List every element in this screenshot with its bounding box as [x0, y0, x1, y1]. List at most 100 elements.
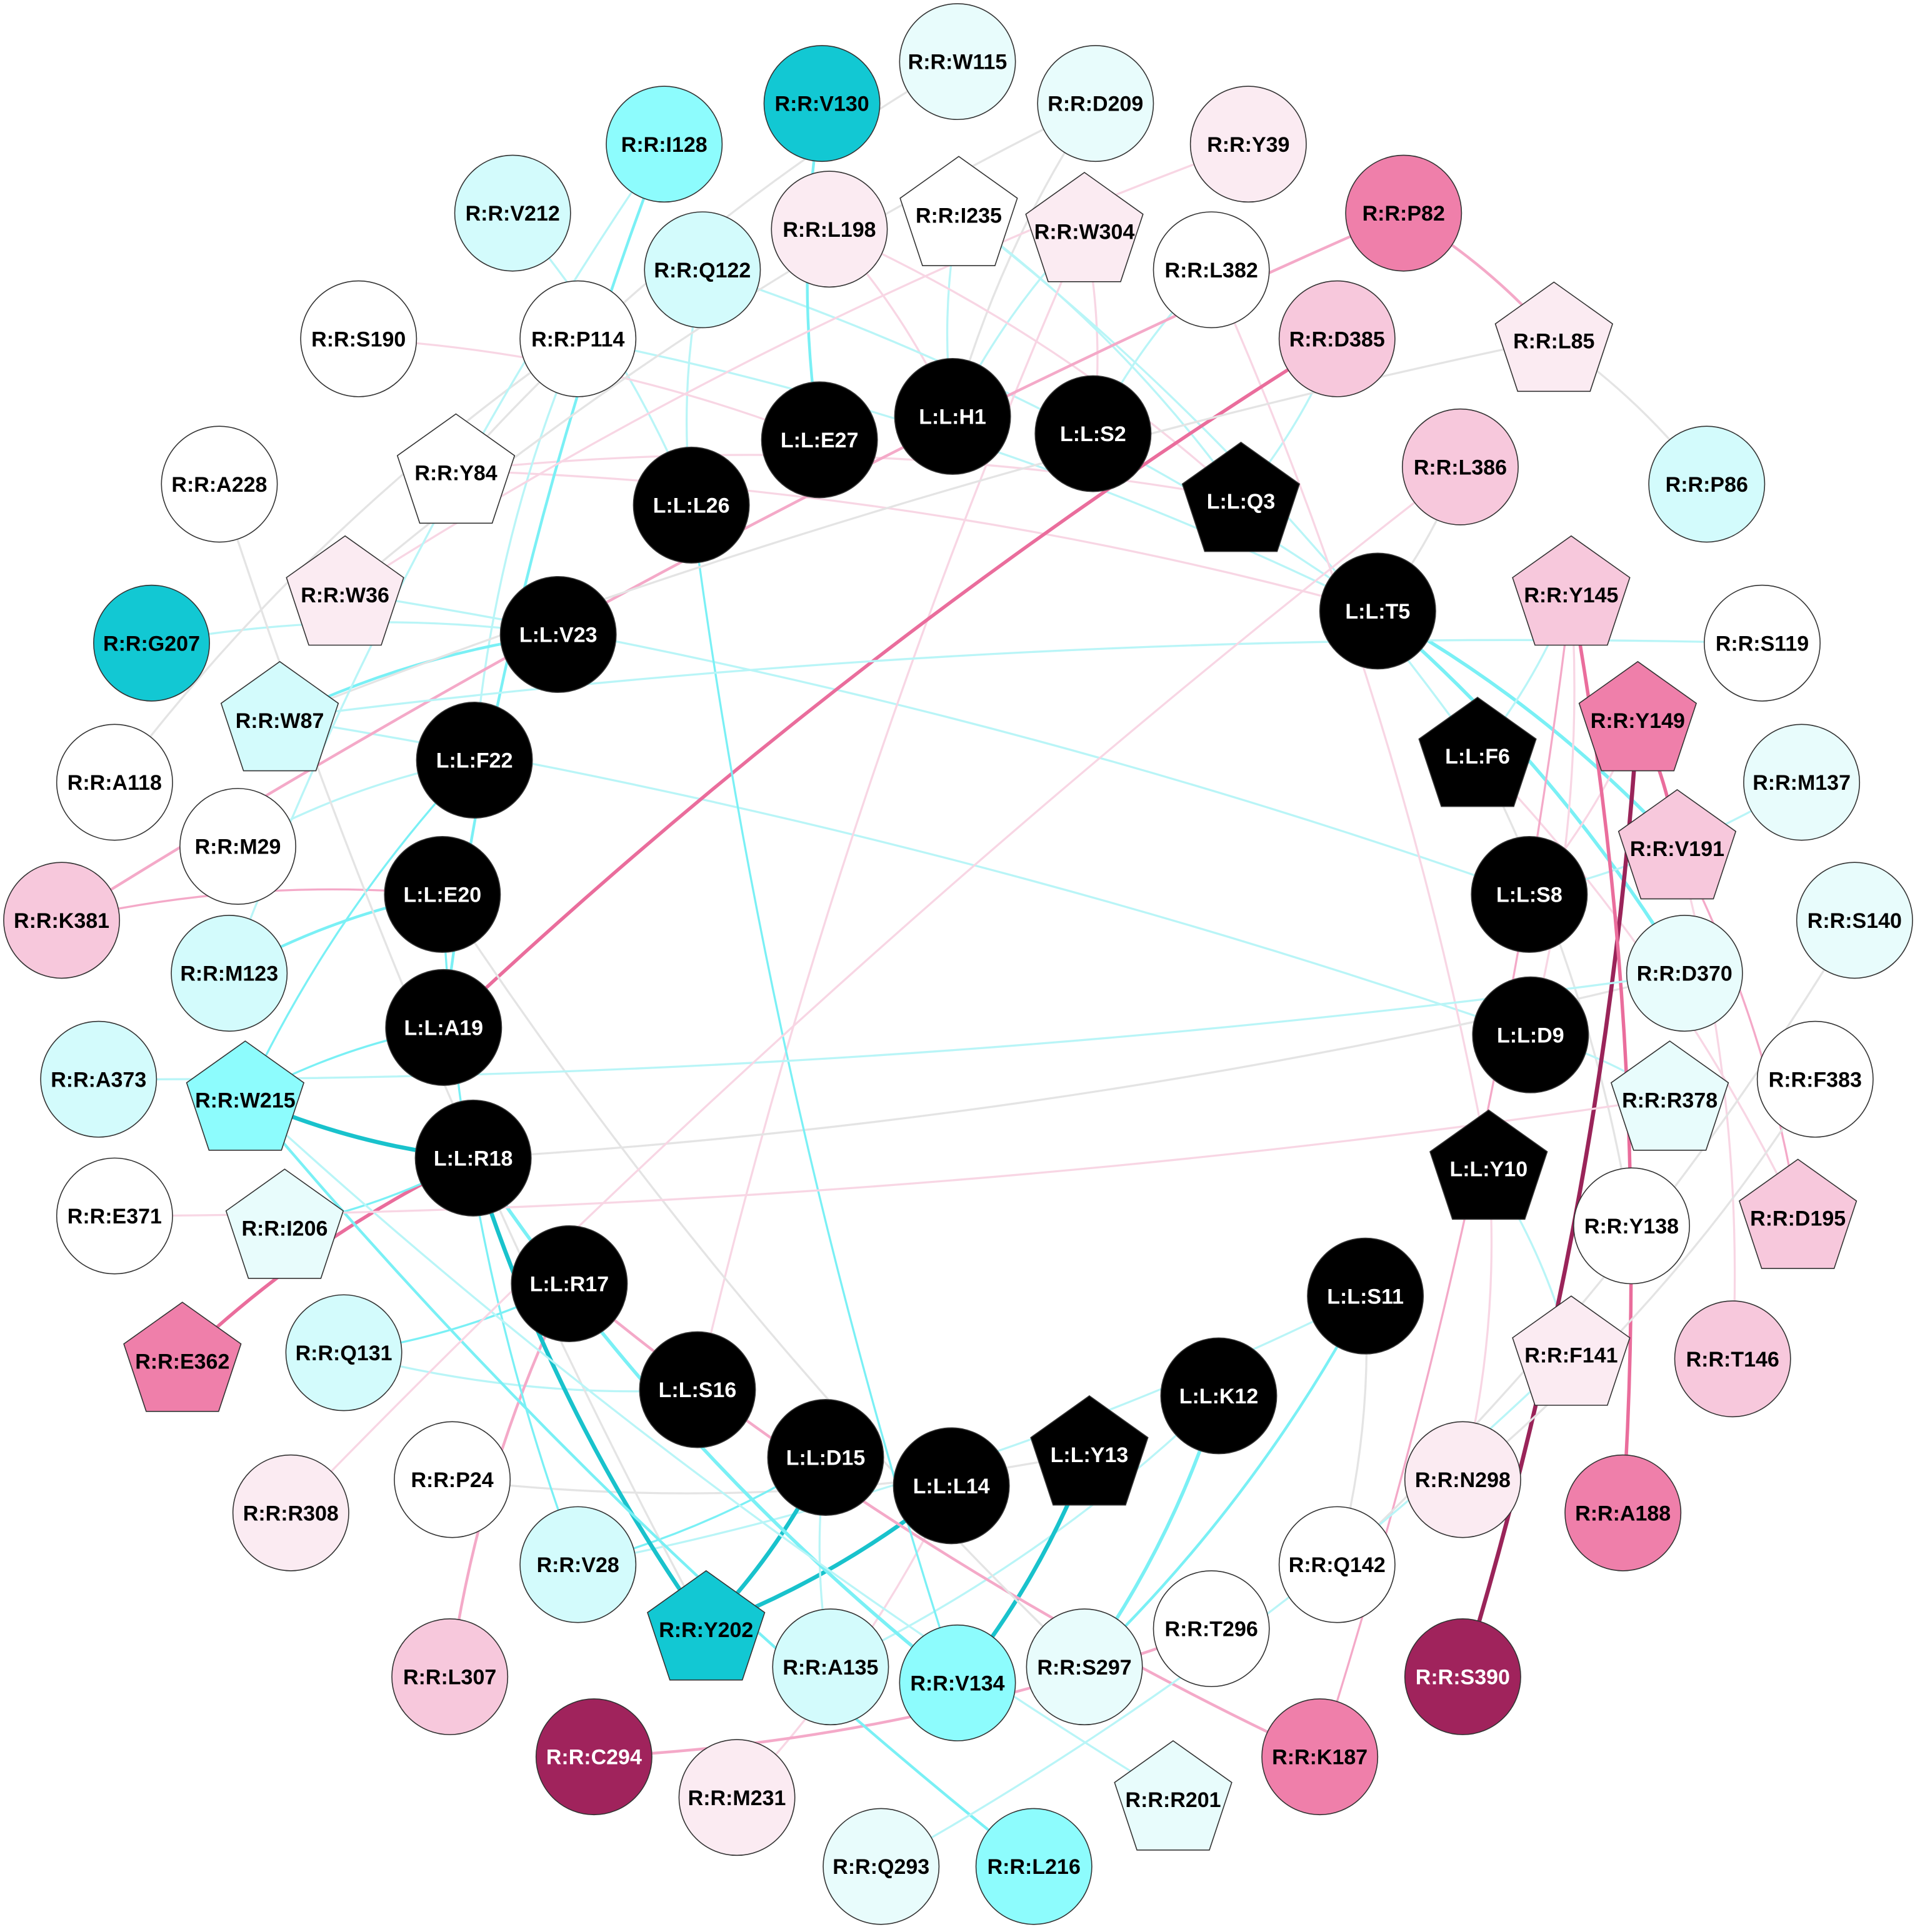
node-r-r-i235: R:R:I235 [899, 156, 1018, 267]
node-shape-circle [394, 1421, 511, 1538]
node-shape-circle [644, 211, 761, 329]
edge-l-l-f6-to-r-r-y138 [1476, 753, 1633, 1227]
edge-l-l-k12-to-r-r-a135 [829, 1395, 1220, 1668]
node-l-l-s11: L:L:S11 [1307, 1237, 1424, 1355]
node-label: R:R:S140 [1808, 909, 1902, 933]
node-shape-circle [892, 1427, 1010, 1545]
node-label: R:R:I206 [241, 1217, 328, 1240]
node-label: R:R:E362 [135, 1350, 229, 1373]
node-label: L:L:R18 [434, 1147, 513, 1170]
node-l-l-q3: L:L:Q3 [1181, 441, 1301, 552]
node-shape-pentagon [647, 1570, 766, 1681]
node-label: L:L:E27 [781, 429, 859, 452]
node-label: R:R:W215 [195, 1088, 296, 1112]
node-shape-circle [384, 835, 501, 953]
node-l-l-s8: L:L:S8 [1471, 835, 1588, 953]
node-label: R:R:W36 [301, 584, 389, 607]
node-shape-circle [1152, 211, 1270, 329]
node-label: R:R:M123 [180, 962, 278, 986]
node-l-l-l14: L:L:L14 [892, 1427, 1010, 1545]
node-r-r-v134: R:R:V134 [899, 1624, 1016, 1741]
node-shape-circle [606, 86, 723, 203]
edge-r-r-w215-to-r-r-r201 [244, 1097, 1174, 1799]
node-shape-circle [1160, 1337, 1278, 1455]
node-r-r-d385: R:R:D385 [1278, 280, 1396, 397]
node-label: L:L:K12 [1179, 1385, 1259, 1408]
node-r-r-s297: R:R:S297 [1026, 1608, 1143, 1726]
node-shape-pentagon [1618, 789, 1737, 900]
node-r-r-d195: R:R:D195 [1738, 1158, 1858, 1269]
node-shape-circle [285, 1294, 402, 1412]
node-label: R:R:F383 [1769, 1068, 1862, 1092]
node-l-l-a19: L:L:A19 [385, 968, 502, 1086]
node-label: R:R:N298 [1415, 1468, 1511, 1492]
node-shape-circle [1404, 1618, 1521, 1735]
node-r-r-q122: R:R:Q122 [644, 211, 761, 329]
node-shape-circle [767, 1399, 884, 1516]
node-label: L:L:S11 [1327, 1285, 1404, 1308]
node-r-r-p114: R:R:P114 [519, 280, 637, 397]
node-label: R:R:D370 [1637, 962, 1732, 986]
node-shape-circle [763, 45, 881, 162]
node-shape-circle [519, 280, 637, 397]
node-r-r-d370: R:R:D370 [1626, 915, 1743, 1032]
node-shape-pentagon [1578, 660, 1698, 772]
node-shape-circle [894, 357, 1011, 475]
node-label: R:R:R378 [1622, 1088, 1718, 1112]
node-shape-pentagon [286, 535, 404, 646]
node-label: R:R:A228 [171, 473, 267, 497]
node-r-r-a118: R:R:A118 [56, 724, 173, 841]
edge-r-r-p114-to-r-r-a118 [113, 337, 579, 784]
node-r-r-r201: R:R:R201 [1114, 1740, 1232, 1851]
node-r-r-r378: R:R:R378 [1610, 1040, 1729, 1151]
node-shape-circle [1471, 835, 1588, 953]
node-r-r-v28: R:R:V28 [519, 1506, 637, 1623]
node-shape-pentagon [1114, 1740, 1232, 1851]
node-label: R:R:Q122 [654, 259, 751, 282]
node-shape-pentagon [1738, 1158, 1858, 1269]
node-r-r-l216: R:R:L216 [975, 1808, 1092, 1925]
node-label: R:R:L198 [782, 218, 876, 242]
node-r-r-a228: R:R:A228 [161, 426, 278, 543]
node-shape-pentagon [1494, 281, 1614, 392]
node-shape-circle [1704, 584, 1821, 702]
node-shape-circle [454, 154, 571, 272]
node-shape-circle [499, 575, 617, 693]
edge-l-l-r18-to-r-r-y202 [471, 1156, 709, 1630]
node-shape-circle [1261, 1698, 1379, 1816]
node-shape-pentagon [1429, 1109, 1548, 1220]
node-r-r-q293: R:R:Q293 [822, 1808, 940, 1925]
node-r-r-y149: R:R:Y149 [1578, 660, 1698, 772]
node-l-l-d15: L:L:D15 [767, 1399, 884, 1516]
node-label: R:R:A118 [68, 771, 162, 795]
node-l-l-d9: L:L:D9 [1472, 976, 1589, 1093]
node-r-r-i206: R:R:I206 [225, 1168, 344, 1279]
node-shape-circle [975, 1808, 1092, 1925]
node-shape-circle [232, 1454, 349, 1571]
edge-r-r-f383-to-r-r-n298 [1461, 1078, 1816, 1481]
edge-l-l-q3-to-r-r-l198 [828, 228, 1242, 500]
node-r-r-m123: R:R:M123 [171, 915, 288, 1032]
node-r-r-s190: R:R:S190 [300, 280, 418, 397]
node-label: R:R:R308 [243, 1501, 339, 1525]
node-shape-circle [1189, 86, 1307, 203]
node-l-l-v23: L:L:V23 [499, 575, 617, 693]
node-r-r-f141: R:R:F141 [1512, 1295, 1631, 1406]
node-shape-circle [414, 1099, 532, 1217]
node-r-r-w87: R:R:W87 [220, 660, 339, 772]
node-label: R:R:V212 [466, 202, 560, 226]
node-label: R:R:A188 [1575, 1501, 1671, 1525]
node-label: L:L:S2 [1060, 422, 1126, 446]
node-label: R:R:P86 [1666, 473, 1748, 497]
node-label: R:R:W304 [1034, 220, 1135, 244]
node-r-r-l85: R:R:L85 [1494, 281, 1614, 392]
node-shape-circle [56, 1157, 173, 1275]
node-label: L:L:S8 [1496, 884, 1562, 907]
node-r-r-p82: R:R:P82 [1345, 154, 1462, 272]
node-label: R:R:P24 [411, 1468, 493, 1492]
node-label: R:R:Y84 [414, 462, 497, 485]
node-label: R:R:M29 [195, 835, 281, 859]
node-label: R:R:Q293 [832, 1855, 929, 1879]
node-label: R:R:L386 [1414, 456, 1507, 479]
node-shape-pentagon [220, 660, 339, 772]
